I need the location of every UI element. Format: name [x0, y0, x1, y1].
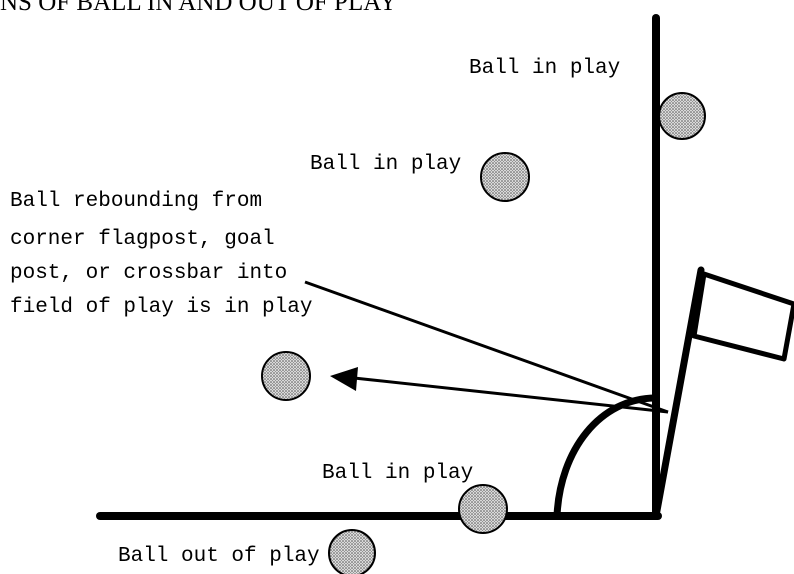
- rebound-note-line-4: field of play is in play: [10, 296, 312, 319]
- ball-out-of-play-label: Ball out of play: [118, 545, 320, 568]
- corner-flagpost: [656, 270, 701, 516]
- ball-on-touch-line: [459, 485, 507, 533]
- diagram-title: NS OF BALL IN AND OUT OF PLAY: [0, 0, 397, 16]
- ball-in-play-label-top: Ball in play: [469, 57, 620, 80]
- rebound-arrowhead: [330, 367, 358, 391]
- ball-after-rebound: [262, 352, 310, 400]
- ball-in-play-label-middle: Ball in play: [310, 153, 461, 176]
- ball-out-of-play: [329, 530, 375, 574]
- rebound-note-line-1: Ball rebounding from: [10, 190, 262, 213]
- rebound-note-line-3: post, or crossbar into: [10, 262, 287, 285]
- ball-in-play-label-bottom: Ball in play: [322, 462, 473, 485]
- ball-top-on-goal-line: [659, 93, 705, 139]
- ball-middle-in-field: [481, 153, 529, 201]
- corner-flag: [694, 274, 794, 359]
- corner-arc: [557, 398, 656, 516]
- rebound-note-line-2: corner flagpost, goal: [10, 228, 275, 251]
